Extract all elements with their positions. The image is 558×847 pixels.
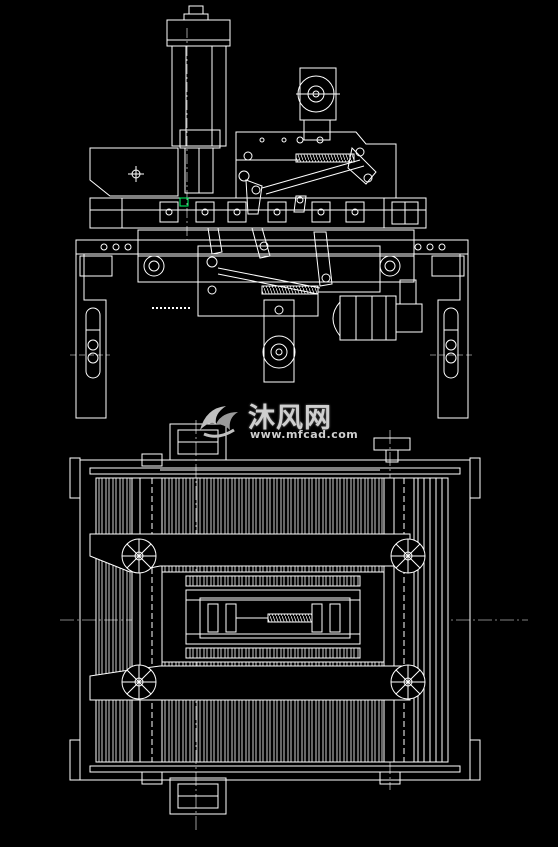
watermark-brand: 沐风网 bbox=[248, 403, 332, 434]
bottom-clamp bbox=[169, 777, 227, 815]
vertical-cylinder bbox=[166, 5, 231, 194]
upper-belt bbox=[89, 533, 426, 574]
top-clamp bbox=[169, 423, 411, 463]
mf-swoosh-logo-icon bbox=[200, 406, 238, 438]
side-elevation-view bbox=[70, 5, 475, 419]
watermark-url: www.mfcad.com bbox=[250, 428, 359, 441]
right-leg bbox=[437, 254, 469, 419]
outer-frame bbox=[79, 459, 471, 781]
watermark: 沐风网 www.mfcad.com bbox=[196, 398, 376, 444]
lower-frame bbox=[75, 227, 469, 317]
left-leg bbox=[75, 254, 107, 419]
drive-motor bbox=[332, 279, 423, 341]
center-mechanism bbox=[161, 571, 385, 663]
lower-belt bbox=[89, 664, 426, 701]
lower-arm bbox=[262, 299, 296, 383]
plan-view bbox=[60, 420, 528, 830]
main-beam bbox=[89, 197, 427, 229]
left-bracket bbox=[89, 147, 179, 197]
right-upper-plate bbox=[235, 67, 397, 215]
